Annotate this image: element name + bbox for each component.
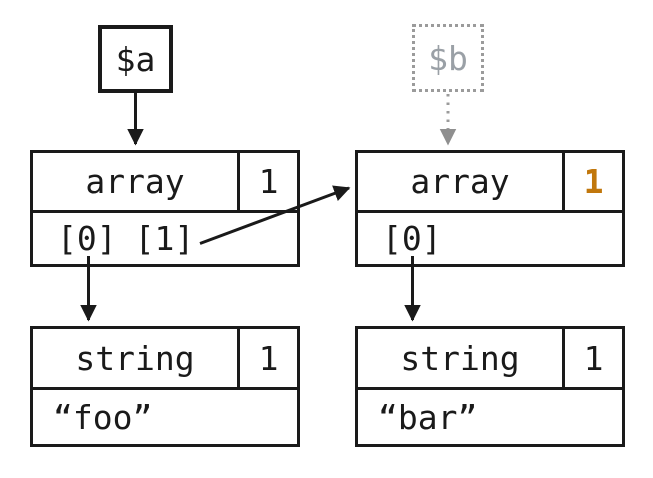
node-array-a: array 1 [0] [1] bbox=[30, 150, 300, 267]
node-array-b-slots: [0] bbox=[358, 213, 622, 264]
node-string-foo-type: string bbox=[33, 329, 240, 387]
variable-b-label: $b bbox=[428, 38, 468, 78]
node-array-a-refcount: 1 bbox=[258, 162, 279, 201]
node-array-a-slots: [0] [1] bbox=[33, 213, 297, 264]
node-string-bar-value: “bar” bbox=[378, 397, 478, 437]
node-string-bar-refcount: 1 bbox=[583, 338, 604, 378]
node-array-a-header: array 1 bbox=[33, 153, 297, 213]
variable-box-b: $b bbox=[412, 24, 484, 92]
slot-0: [0] bbox=[57, 219, 117, 258]
node-array-b: array 1 [0] bbox=[355, 150, 625, 267]
node-array-b-refcount: 1 bbox=[583, 162, 604, 201]
node-array-a-type: array bbox=[33, 153, 240, 210]
node-string-foo-value: “foo” bbox=[53, 397, 153, 437]
slot-1: [1] bbox=[134, 219, 195, 258]
variable-a-label: $a bbox=[115, 39, 156, 79]
slot-0: [0] bbox=[382, 219, 442, 258]
node-array-b-type: array bbox=[358, 153, 565, 210]
node-string-foo: string 1 “foo” bbox=[30, 326, 300, 447]
node-string-bar: string 1 “bar” bbox=[355, 326, 625, 447]
node-string-bar-type: string bbox=[358, 329, 565, 387]
node-array-b-header: array 1 bbox=[358, 153, 622, 213]
variable-box-a: $a bbox=[98, 25, 173, 93]
node-string-foo-refcount: 1 bbox=[258, 338, 279, 378]
node-string-bar-header: string 1 bbox=[358, 329, 622, 390]
node-string-foo-header: string 1 bbox=[33, 329, 297, 390]
